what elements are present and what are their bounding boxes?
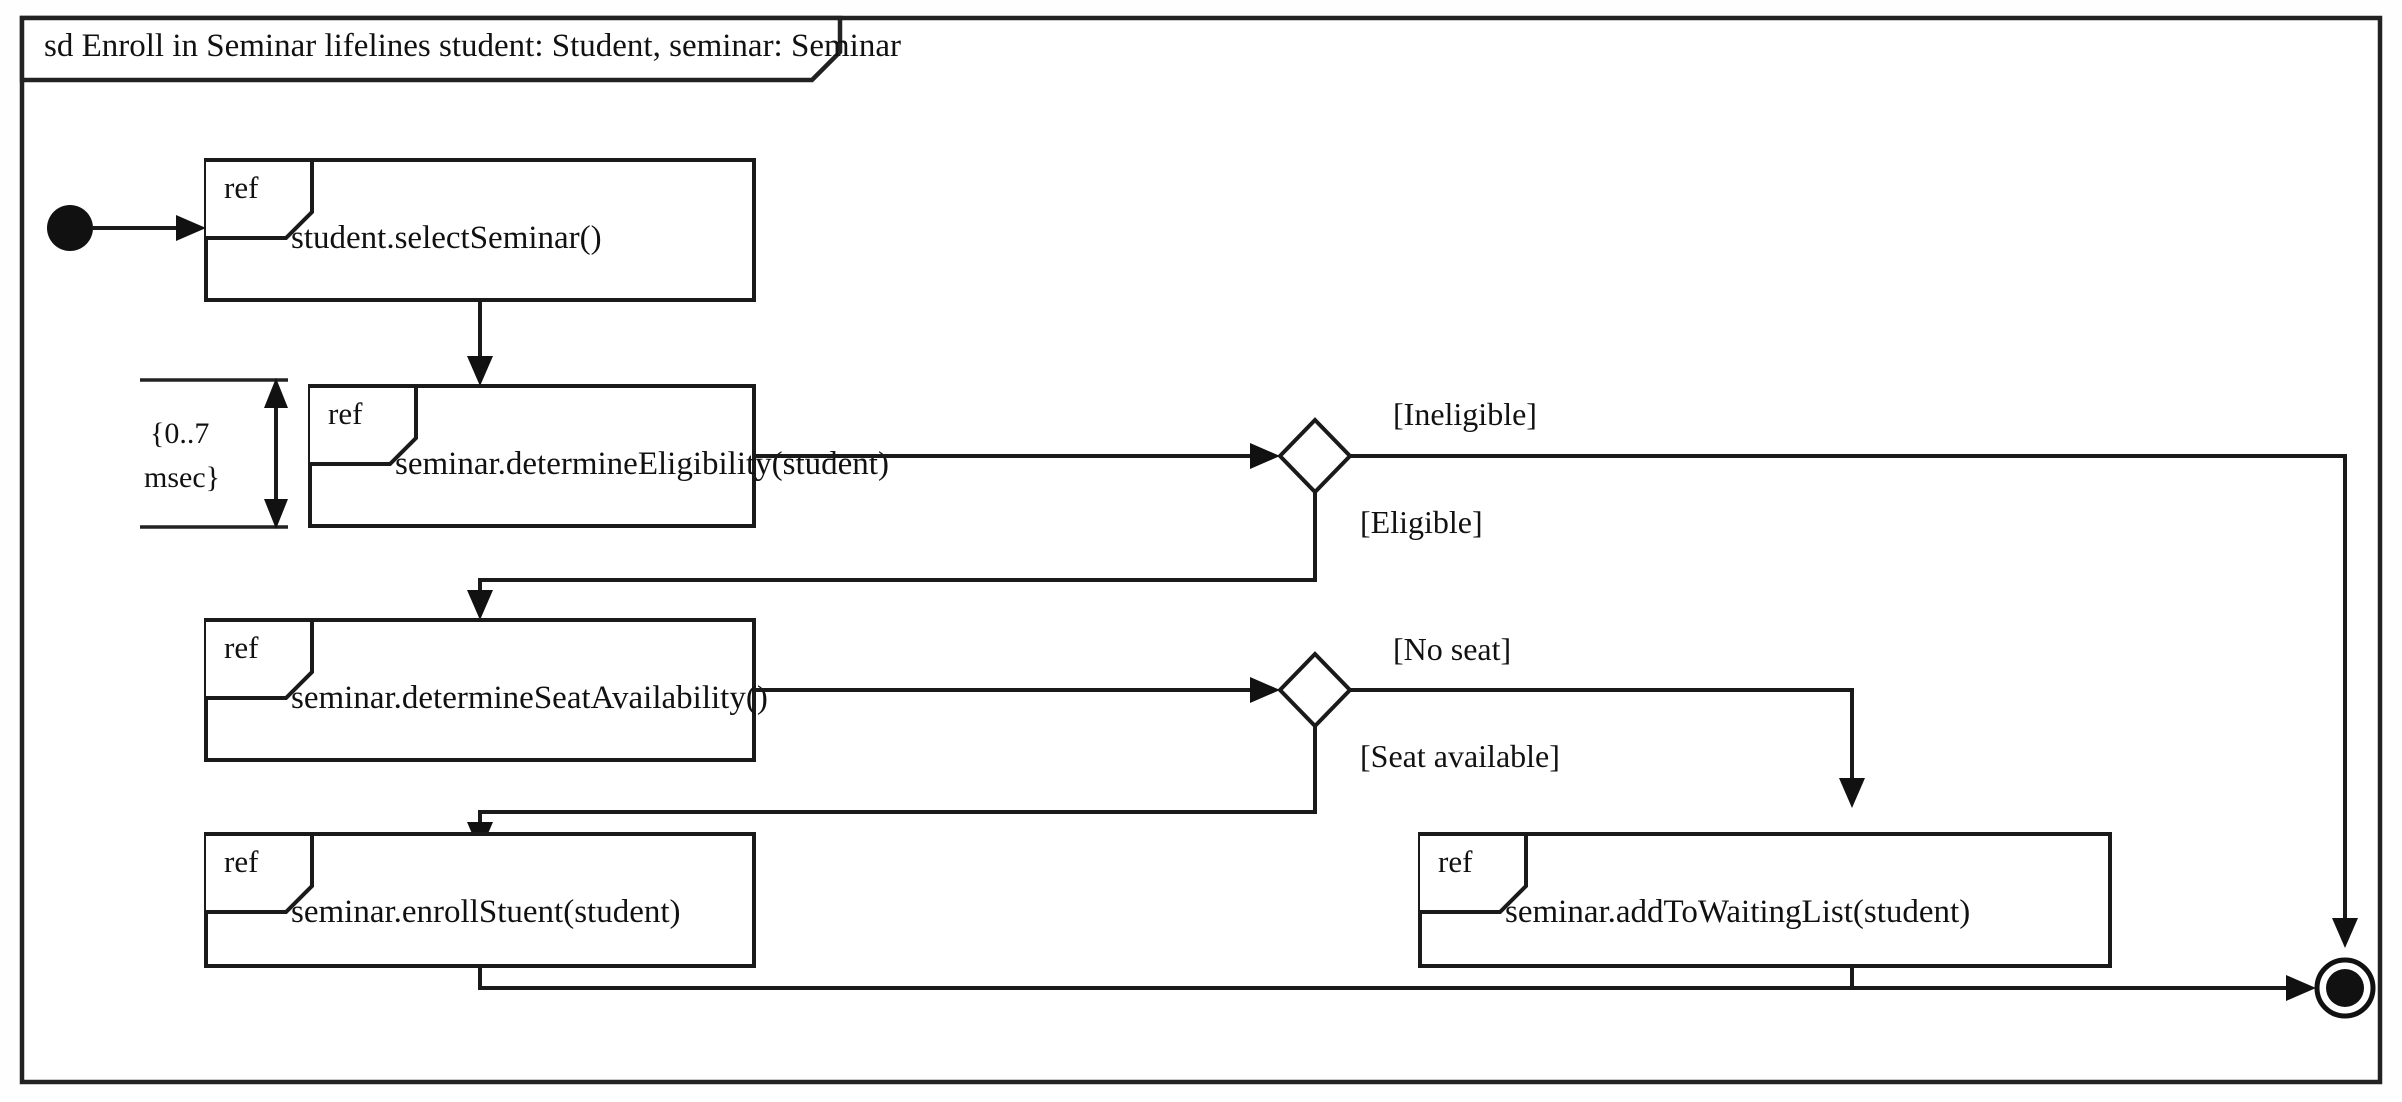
interaction-use-determine-eligibility[interactable]: ref seminar.determineEligibility(student… [308, 384, 889, 528]
ref-label-determine-seat-availability: seminar.determineSeatAvailability() [291, 680, 768, 716]
arrowhead-eligibility-to-decision [1250, 443, 1280, 469]
arrowhead-select-seminar-to-eligibility [467, 356, 493, 386]
interaction-use-add-to-waiting-list[interactable]: ref seminar.addToWaitingList(student) [1418, 832, 2112, 968]
interaction-use-determine-seat-availability[interactable]: ref seminar.determineSeatAvailability() [204, 618, 768, 762]
ref-tab-add-to-waiting-list [1420, 832, 1528, 914]
frame-title-text: sd Enroll in Seminar lifelines student: … [44, 28, 901, 64]
flow-ineligible-to-final [1350, 454, 2347, 930]
guard-label-seat-available: [Seat available] [1360, 738, 1560, 774]
arrowhead-ineligible-to-final [2332, 918, 2358, 948]
initial-node [47, 205, 93, 251]
interaction-use-select-seminar[interactable]: ref student.selectSeminar() [204, 158, 756, 302]
ref-label-select-seminar: student.selectSeminar() [291, 220, 602, 256]
ref-keyword-determine-seat-availability: ref [224, 630, 259, 665]
arrowhead-enroll-to-final [2286, 975, 2316, 1001]
ref-label-enroll-student: seminar.enrollStuent(student) [291, 894, 681, 930]
ref-keyword-add-to-waiting-list: ref [1438, 844, 1473, 879]
timing-constraint-line1: {0..7 [150, 417, 209, 450]
interaction-use-enroll-student[interactable]: ref seminar.enrollStuent(student) [204, 832, 756, 968]
ref-tab-select-seminar [206, 158, 314, 240]
ref-tab-determine-seat-availability [206, 618, 314, 700]
activity-final-node [2314, 957, 2376, 1019]
timing-arrowhead-down [264, 499, 288, 529]
guard-label-ineligible: [Ineligible] [1393, 396, 1537, 432]
timing-constraint-line2: msec} [144, 461, 220, 494]
flow-enroll-to-final [478, 966, 2298, 990]
ref-label-determine-eligibility: seminar.determineEligibility(student) [395, 446, 889, 482]
timing-constraint-eligibility: {0..7 msec} [140, 378, 288, 529]
arrowhead-seat-availability-to-decision [1250, 677, 1280, 703]
guard-label-eligible: [Eligible] [1360, 504, 1483, 540]
ref-frame-box-add-to-waiting-list [1418, 832, 2112, 968]
ref-keyword-select-seminar: ref [224, 170, 259, 205]
final-node-outer-ring [2314, 957, 2376, 1019]
flow-no-seat-to-waiting-list [1350, 688, 1854, 790]
frame-name-tab [19, 15, 843, 83]
guard-label-no-seat: [No seat] [1393, 631, 1511, 667]
ref-label-add-to-waiting-list: seminar.addToWaitingList(student) [1505, 894, 1970, 930]
arrowhead-initial-to-select-seminar [176, 215, 206, 241]
final-node-inner-disc [2326, 969, 2364, 1007]
ref-tab-determine-eligibility [310, 384, 418, 466]
ref-keyword-determine-eligibility: ref [328, 396, 363, 431]
arrowhead-no-seat-to-waiting-list [1839, 778, 1865, 808]
arrowhead-eligible-to-seat-availability [467, 590, 493, 620]
ref-tab-enroll-student [206, 832, 314, 914]
ref-keyword-enroll-student: ref [224, 844, 259, 879]
timing-arrowhead-up [264, 378, 288, 408]
